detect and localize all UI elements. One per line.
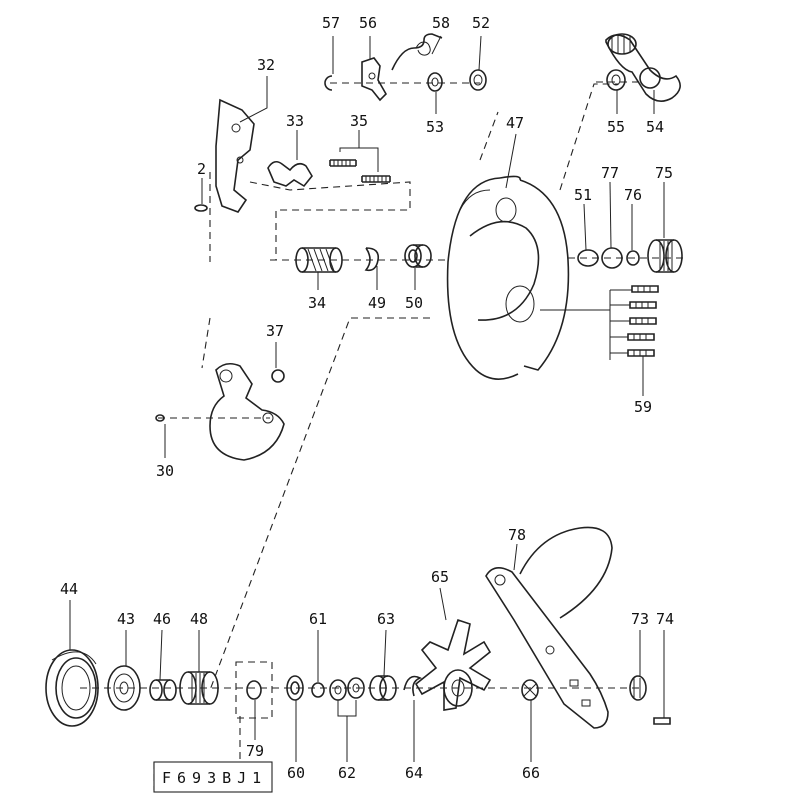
callout-78: 78 [508,526,526,544]
callout-57: 57 [322,14,340,32]
callout-66: 66 [522,764,540,782]
pinion-row [270,244,450,273]
callout-33: 33 [286,112,304,130]
callout-37: 37 [266,322,284,340]
part-79-ring [246,680,262,700]
part-58-spring [391,33,443,71]
leader-lines [69,35,665,762]
callout-54: 54 [646,118,664,136]
callout-77: 77 [601,164,619,182]
callout-62: 62 [338,764,356,782]
part-47-side-frame [446,83,618,380]
callout-75: 75 [655,164,673,182]
part-54-knob [605,34,681,102]
part-59-screws [540,285,659,360]
part-75-bearing [647,239,683,273]
part-64-clip [403,675,422,697]
figure-code-box [153,761,273,793]
part-32-plate [215,98,255,213]
callout-52: 52 [472,14,490,32]
callout-74: 74 [656,610,674,628]
part-48-bearing [179,671,219,705]
part-35-springs [329,159,391,183]
callout-49: 49 [368,294,386,312]
part-49-clip [364,247,380,272]
part-65-star-drag [414,618,492,711]
part-56-lever [361,57,387,102]
part-53-washer [427,72,443,92]
callout-51: 51 [574,186,592,204]
part-37-plate [209,362,285,461]
part-43-drag-washer [107,665,141,711]
callout-64: 64 [405,764,423,782]
callout-30: 30 [156,462,174,480]
callout-73: 73 [631,610,649,628]
part-52-bushing [469,69,487,91]
callout-35: 35 [350,112,368,130]
part-44-side-cap [45,649,99,727]
part-74-screw [653,630,671,725]
callout-55: 55 [607,118,625,136]
part-61-washer [311,682,325,698]
callout-labels: 57 56 58 52 32 53 47 55 54 33 35 2 51 77… [60,14,674,787]
callout-32: 32 [257,56,275,74]
part-55-washer [606,69,626,91]
bottom-row [45,526,671,793]
part-2-pin [194,204,208,212]
left-middle-mechanism [155,317,285,461]
right-middle-parts [568,239,688,273]
callout-63: 63 [377,610,395,628]
part-34-pinion-gear [295,247,343,273]
callout-47: 47 [506,114,524,132]
figure-code: F693BJ1 [162,769,267,787]
callout-44: 44 [60,580,78,598]
part-51-washer [577,249,599,267]
part-46-spacer [149,679,177,701]
left-upper-mechanism [194,98,411,262]
part-30-pin [155,414,165,422]
callout-46: 46 [153,610,171,628]
callout-43: 43 [117,610,135,628]
top-mechanism [324,33,487,102]
callout-2: 2 [197,160,206,178]
part-73-handle-nut [629,675,647,701]
right-top-knob [596,33,681,102]
part-66-nut [521,679,539,701]
part-60-bearing [286,675,304,701]
callout-76: 76 [624,186,642,204]
callout-53: 53 [426,118,444,136]
callout-34: 34 [308,294,326,312]
callout-50: 50 [405,294,423,312]
part-63-collar [369,675,397,701]
part-62-washers [329,677,365,701]
callout-48: 48 [190,610,208,628]
part-50-bearing [404,244,432,268]
part-78-handle [485,526,613,729]
part-33-bracket [267,160,313,188]
callout-56: 56 [359,14,377,32]
callout-65: 65 [431,568,449,586]
callout-58: 58 [432,14,450,32]
part-76-ring [626,250,640,266]
callout-61: 61 [309,610,327,628]
callout-60: 60 [287,764,305,782]
part-77-washer [601,247,623,269]
part-57-clip [324,75,333,91]
callout-79: 79 [246,742,264,760]
callout-59: 59 [634,398,652,416]
